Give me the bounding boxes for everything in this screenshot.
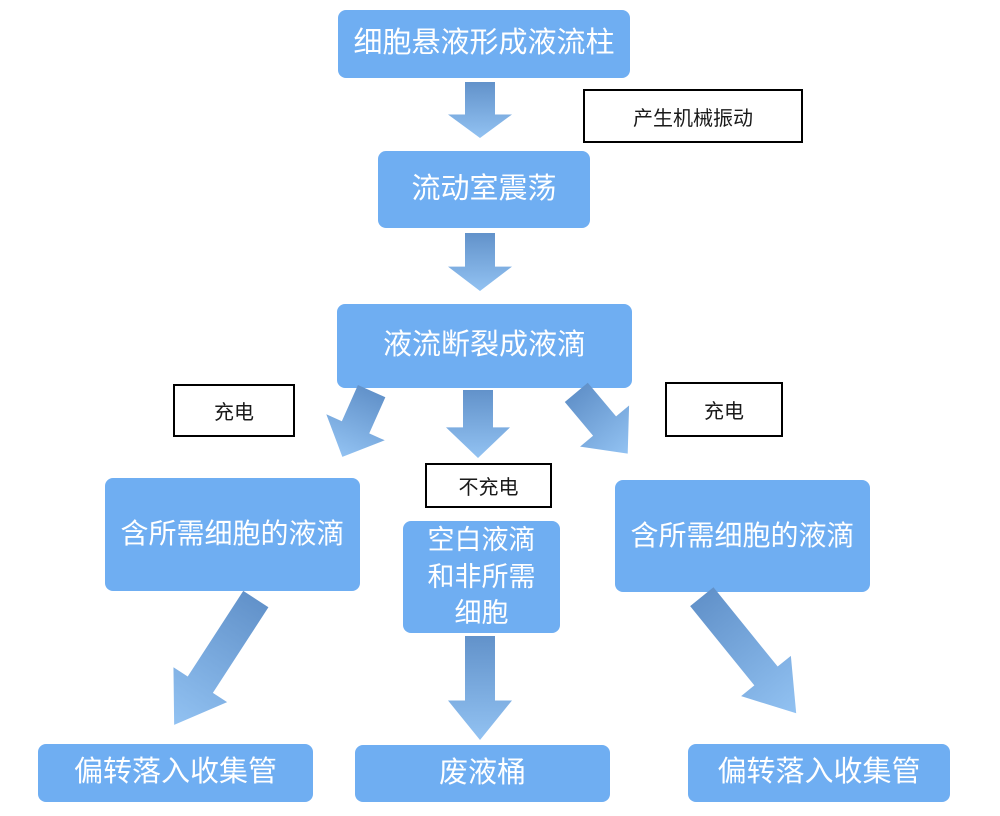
node-stream-breaks: 液流断裂成液滴: [337, 304, 632, 388]
node-left-collect: 偏转落入收集管: [38, 744, 313, 802]
arrow-down-icon: [446, 390, 510, 458]
node-flow-chamber: 流动室震荡: [378, 151, 590, 228]
node-left-droplet: 含所需细胞的液滴: [105, 478, 360, 591]
label-charge-right: 充电: [665, 382, 783, 437]
arrow-down-icon: [448, 82, 512, 138]
arrow-down-icon: [448, 636, 512, 740]
label-no-charge: 不充电: [425, 463, 552, 508]
node-cell-suspension: 细胞悬液形成液流柱: [338, 10, 630, 78]
node-right-collect: 偏转落入收集管: [688, 744, 950, 802]
node-right-droplet: 含所需细胞的液滴: [615, 480, 870, 592]
arrow-down-icon: [448, 233, 512, 291]
arrow-down-right-icon: [564, 382, 630, 454]
arrow-down-left-icon: [173, 590, 269, 725]
label-mechanical-vibration: 产生机械振动: [583, 89, 803, 143]
node-waste: 废液桶: [355, 745, 610, 802]
node-middle-droplet: 空白液滴 和非所需 细胞: [403, 521, 560, 633]
label-charge-left: 充电: [173, 384, 295, 437]
arrow-down-left-icon: [326, 385, 386, 457]
arrow-down-right-icon: [690, 587, 797, 714]
